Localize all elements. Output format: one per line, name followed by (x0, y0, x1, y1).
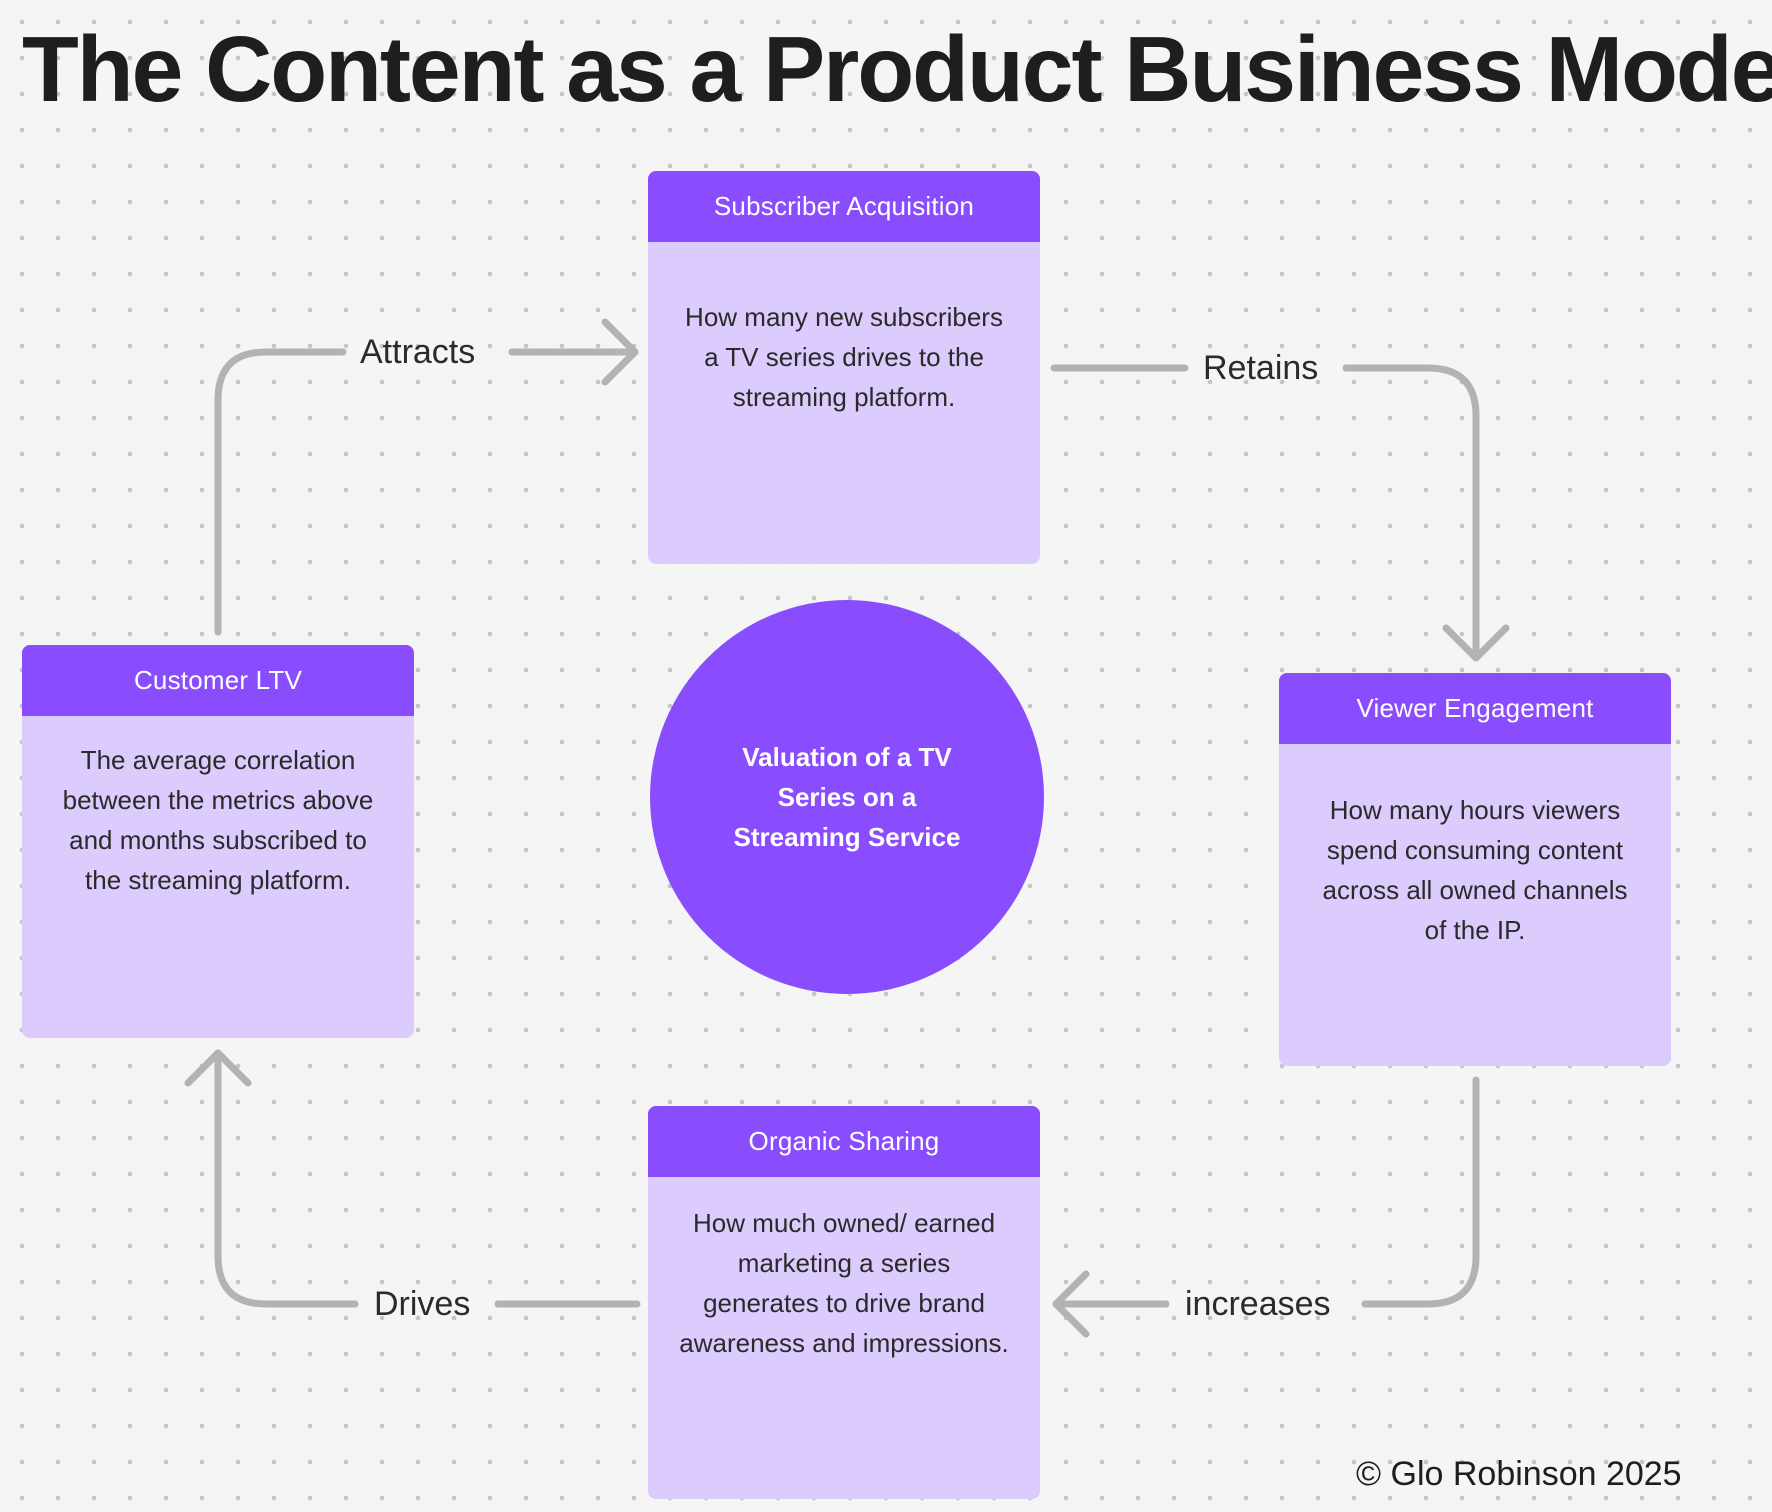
connector-attracts-arrowhead (601, 318, 639, 386)
center-valuation-circle: Valuation of a TV Series on a Streaming … (650, 600, 1044, 994)
card-viewer-engagement: Viewer Engagement How many hours viewers… (1279, 673, 1671, 1066)
center-label: Valuation of a TV Series on a Streaming … (733, 742, 961, 852)
card-description: The average correlation between the metr… (62, 745, 374, 895)
connector-drives-line-left (214, 1049, 359, 1308)
connector-increases-arrowhead (1052, 1270, 1090, 1338)
connector-label-attracts: Attracts (360, 333, 476, 371)
card-title: Customer LTV (22, 645, 414, 716)
connector-label-increases: increases (1185, 1285, 1331, 1323)
card-description: How many new subscribers a TV series dri… (685, 302, 1003, 412)
connector-increases-line-right (1361, 1076, 1480, 1308)
connector-attracts-line-left (214, 348, 347, 636)
card-subscriber-acquisition: Subscriber Acquisition How many new subs… (648, 171, 1040, 564)
page-title: The Content as a Product Business Model (22, 17, 1772, 121)
card-title: Organic Sharing (648, 1106, 1040, 1177)
card-customer-ltv: Customer LTV The average correlation bet… (22, 645, 414, 1038)
connector-retains-line-right (1342, 364, 1480, 662)
connector-label-retains: Retains (1203, 349, 1319, 387)
card-description: How many hours viewers spend consuming c… (1322, 795, 1628, 945)
connector-retains-arrowhead (1442, 624, 1510, 662)
connector-drives-arrowhead (184, 1049, 252, 1087)
card-organic-sharing: Organic Sharing How much owned/ earned m… (648, 1106, 1040, 1499)
card-title: Subscriber Acquisition (648, 171, 1040, 242)
connector-label-drives: Drives (374, 1285, 471, 1323)
card-description: How much owned/ earned marketing a serie… (679, 1208, 1009, 1358)
copyright-notice: © Glo Robinson 2025 (1356, 1455, 1682, 1493)
card-title: Viewer Engagement (1279, 673, 1671, 744)
